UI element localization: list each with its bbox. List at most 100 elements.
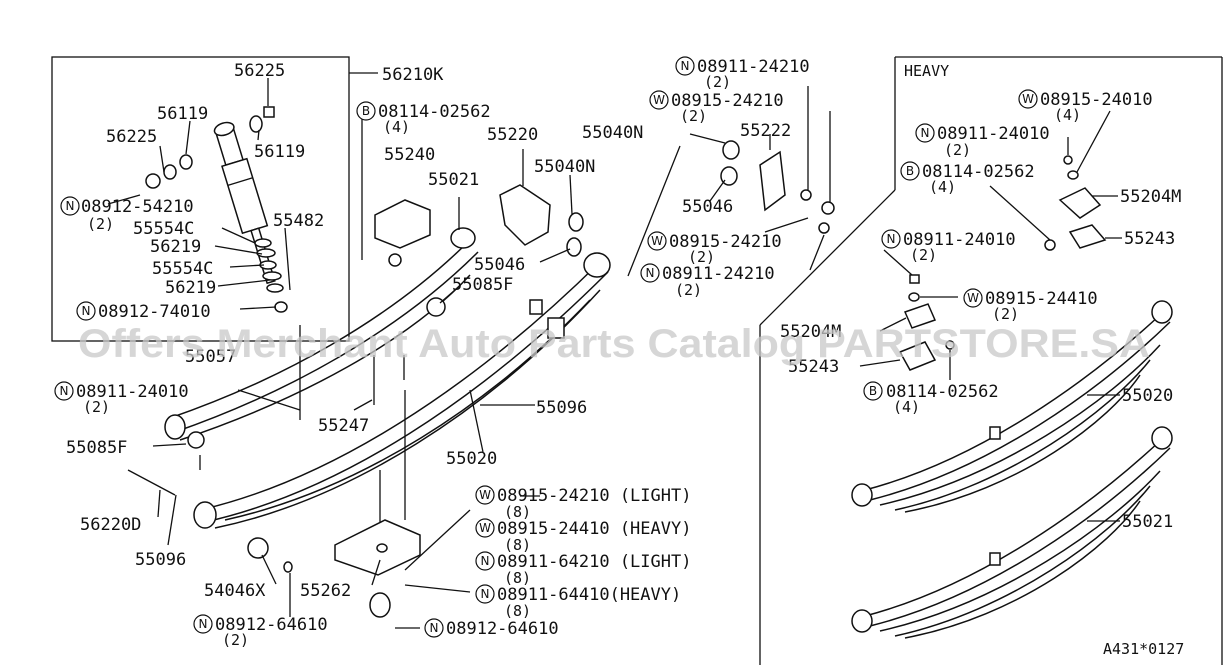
label-qty: (8) bbox=[504, 503, 531, 521]
label-55085f: 55085F bbox=[452, 275, 513, 295]
label-55243: 55243 bbox=[1124, 229, 1175, 249]
left-rear-spring-lower bbox=[193, 252, 611, 529]
b-marker-icon: B bbox=[900, 161, 920, 181]
label-08911-24010: 08911-24010 bbox=[937, 124, 1050, 144]
heavy-leaders bbox=[859, 110, 1122, 522]
label-55057: 55057 bbox=[185, 347, 236, 367]
heavy-spring-55020 bbox=[851, 300, 1173, 513]
label-55096: 55096 bbox=[135, 550, 186, 570]
label-qty: (8) bbox=[504, 536, 531, 554]
label-56219: 56219 bbox=[165, 278, 216, 298]
label-qty: (2) bbox=[944, 141, 971, 159]
label-55482: 55482 bbox=[273, 211, 324, 231]
label-08911-24010: 08911-24010 bbox=[76, 382, 189, 402]
label-56210k: 56210K bbox=[382, 65, 444, 85]
label-56219: 56219 bbox=[150, 237, 201, 257]
main-leaders bbox=[152, 86, 831, 629]
label-55247: 55247 bbox=[318, 416, 369, 436]
b-marker-icon: B bbox=[356, 101, 376, 121]
n-marker-icon: N bbox=[76, 301, 96, 321]
svg-text:N: N bbox=[60, 384, 69, 398]
label-qty: (2) bbox=[222, 631, 249, 649]
heavy-heading: HEAVY bbox=[904, 62, 949, 80]
n-marker-icon: N bbox=[475, 584, 495, 604]
spring-seat-plate-55262 bbox=[334, 519, 421, 618]
label-08911-64410-heavy: 08911-64410(HEAVY) bbox=[497, 585, 681, 605]
label-08915-24410-heavy: 08915-24410 (HEAVY) bbox=[497, 519, 691, 539]
label-55020: 55020 bbox=[446, 449, 497, 469]
label-55240: 55240 bbox=[384, 145, 435, 165]
label-55204m: 55204M bbox=[780, 322, 841, 342]
label-qty: (4) bbox=[383, 118, 410, 136]
n-marker-icon: N bbox=[424, 618, 444, 638]
watermark: Offers Merchant Auto Parts Catalog PARTS… bbox=[78, 322, 1150, 366]
label-55046: 55046 bbox=[474, 255, 525, 275]
left-rear-spring-upper bbox=[164, 227, 479, 441]
label-qty: (2) bbox=[87, 215, 114, 233]
label-qty: (2) bbox=[704, 73, 731, 91]
n-marker-icon: N bbox=[675, 56, 695, 76]
svg-text:W: W bbox=[479, 521, 491, 535]
heavy-spring-55021 bbox=[851, 426, 1173, 639]
label-08915-24210-light: 08915-24210 (LIGHT) bbox=[497, 486, 691, 506]
label-54046x: 54046X bbox=[204, 581, 266, 601]
svg-text:N: N bbox=[82, 304, 91, 318]
svg-text:N: N bbox=[199, 617, 208, 631]
svg-text:W: W bbox=[479, 488, 491, 502]
label-55040n: 55040N bbox=[582, 123, 643, 143]
b-marker-icon: B bbox=[863, 381, 883, 401]
label-08915-24010: 08915-24010 bbox=[1040, 90, 1153, 110]
label-55220: 55220 bbox=[487, 125, 538, 145]
shackle-55220 bbox=[499, 184, 551, 246]
label-qty: (8) bbox=[504, 569, 531, 587]
svg-text:N: N bbox=[66, 199, 75, 213]
label-08911-24010: 08911-24010 bbox=[903, 230, 1016, 250]
label-08911-64210-light: 08911-64210 (LIGHT) bbox=[497, 552, 691, 572]
label-55021: 55021 bbox=[428, 170, 479, 190]
heavy-hardware bbox=[898, 155, 1107, 371]
label-56225: 56225 bbox=[106, 127, 157, 147]
label-55262: 55262 bbox=[300, 581, 351, 601]
w-marker-icon: W bbox=[649, 90, 669, 110]
n-marker-icon: N bbox=[54, 381, 74, 401]
n-marker-icon: N bbox=[475, 551, 495, 571]
label-55204m: 55204M bbox=[1120, 187, 1181, 207]
shock-absorber-inset bbox=[51, 56, 378, 342]
svg-text:W: W bbox=[967, 291, 979, 305]
label-55040n: 55040N bbox=[534, 157, 595, 177]
label-08915-24210: 08915-24210 bbox=[671, 91, 784, 111]
label-55085f: 55085F bbox=[66, 438, 127, 458]
svg-text:W: W bbox=[651, 234, 663, 248]
label-qty: (2) bbox=[992, 305, 1019, 323]
w-marker-icon: W bbox=[647, 231, 667, 251]
label-55020: 55020 bbox=[1122, 386, 1173, 406]
label-qty: (2) bbox=[83, 398, 110, 416]
w-marker-icon: W bbox=[1018, 89, 1038, 109]
u-bolts bbox=[299, 325, 406, 530]
label-08911-24210: 08911-24210 bbox=[662, 264, 775, 284]
label-qty: (8) bbox=[504, 602, 531, 620]
label-08915-24210: 08915-24210 bbox=[669, 232, 782, 252]
shock-hardware bbox=[145, 106, 288, 313]
label-qty: (2) bbox=[910, 246, 937, 264]
svg-text:B: B bbox=[906, 164, 914, 178]
label-08114-02562: 08114-02562 bbox=[886, 382, 999, 402]
label-55046: 55046 bbox=[682, 197, 733, 217]
spring-eye-bushings bbox=[127, 297, 446, 573]
label-56225: 56225 bbox=[234, 61, 285, 81]
label-qty: (4) bbox=[893, 398, 920, 416]
label-56119: 56119 bbox=[254, 142, 305, 162]
label-qty: (2) bbox=[688, 248, 715, 266]
n-marker-icon: N bbox=[881, 229, 901, 249]
label-56119: 56119 bbox=[157, 104, 208, 124]
label-08114-02562: 08114-02562 bbox=[378, 102, 491, 122]
n-marker-icon: N bbox=[193, 614, 213, 634]
svg-text:N: N bbox=[481, 554, 490, 568]
label-qty: (2) bbox=[680, 107, 707, 125]
svg-text:W: W bbox=[653, 93, 665, 107]
label-08912-64610: 08912-64610 bbox=[446, 619, 559, 639]
label-08912-64610: 08912-64610 bbox=[215, 615, 328, 635]
label-qty: (4) bbox=[929, 178, 956, 196]
svg-text:W: W bbox=[1022, 92, 1034, 106]
label-55243: 55243 bbox=[788, 357, 839, 377]
